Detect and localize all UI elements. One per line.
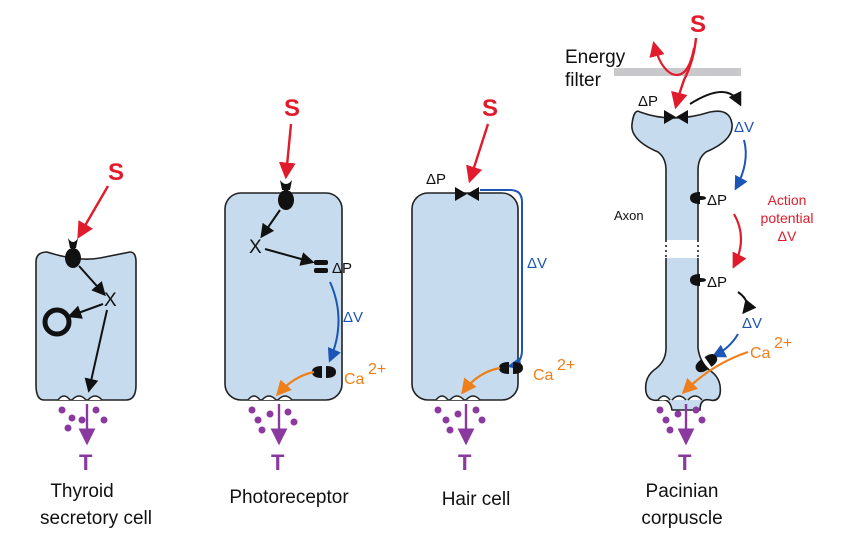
second-messenger-label: X — [104, 290, 117, 311]
energy-filter-bar — [614, 68, 741, 76]
voltage-channel-icon — [690, 274, 706, 286]
delta-v-label: ΔV — [527, 255, 547, 272]
action-potential-label: potential — [761, 210, 814, 226]
thyroid-cell-body — [35, 251, 137, 401]
filtered-energy-arrow — [649, 41, 696, 77]
calcium-charge-label: 2+ — [557, 357, 575, 374]
action-potential-label: Action — [768, 192, 807, 208]
panel-pacinian: Energy filter S ΔP ΔV ΔP Axon Action pot… — [565, 11, 813, 529]
calcium-channel-icon — [695, 354, 718, 373]
thyroid-vesicle-openings — [57, 395, 103, 401]
mechanotransduction-channel-icon — [455, 187, 479, 201]
cell-caption: corpuscle — [641, 508, 722, 529]
messenger-to-release-arrow — [84, 309, 108, 393]
second-messenger-label: X — [249, 237, 262, 258]
pacinian-axon-body — [631, 110, 733, 411]
cell-caption: Pacinian — [646, 481, 719, 502]
voltage-spread-arrow — [711, 333, 739, 358]
stimulus-label: S — [284, 95, 300, 122]
calcium-channel-icon — [312, 366, 336, 378]
calcium-influx-arrow — [275, 370, 315, 397]
hair-cell-vesicle-openings — [435, 395, 481, 401]
photoreceptor-vesicle-openings — [247, 395, 293, 401]
delta-p-label: ΔP — [426, 171, 446, 188]
delta-v-label: ΔV — [343, 309, 363, 326]
pacinian-vesicle-openings — [657, 395, 703, 401]
panel-thyroid: S X T Thyroid secretory cell — [35, 159, 152, 529]
stimulus-arrow — [278, 123, 296, 180]
photoreceptor-cell-body — [224, 192, 343, 401]
calcium-label: Ca — [750, 345, 771, 362]
calcium-influx-arrow — [681, 350, 749, 395]
delta-v-label: ΔV — [734, 119, 754, 136]
voltage-change-arrow — [327, 281, 341, 363]
voltage-channel-icon — [690, 192, 706, 204]
released-vesicles — [248, 406, 298, 434]
delta-p-label: ΔP — [707, 192, 727, 209]
calcium-label: Ca — [533, 367, 554, 384]
panel-photoreceptor: S X ΔP ΔV Ca 2+ T Photoreceptor — [224, 95, 386, 508]
voltage-spread-arrow — [734, 139, 748, 191]
calcium-label: Ca — [344, 371, 365, 388]
transmitter-label: T — [271, 450, 285, 475]
delta-p-label: ΔP — [638, 93, 658, 110]
cell-caption: secretory cell — [40, 508, 152, 529]
channel-to-voltage-arrow — [737, 291, 757, 315]
ion-channel-icon — [314, 260, 328, 273]
panel-hair-cell: S ΔP ΔV Ca 2+ T Hair cell — [411, 95, 575, 510]
mechanotransduction-channel-icon — [664, 110, 688, 124]
receptor-to-messenger-arrow — [260, 209, 281, 239]
transmitter-label: T — [458, 450, 472, 475]
axon-label: Axon — [614, 208, 644, 223]
messenger-to-organelle-arrow — [67, 303, 104, 319]
cell-caption: Photoreceptor — [229, 487, 349, 508]
receptor-to-messenger-arrow — [78, 265, 106, 297]
channel-to-voltage-arrow — [689, 90, 742, 107]
calcium-influx-arrow — [461, 366, 501, 395]
stimulus-arrow — [77, 185, 110, 239]
receptor-icon — [278, 180, 294, 210]
stimulus-label: S — [690, 11, 706, 38]
action-potential-label: ΔV — [778, 228, 797, 244]
delta-p-label: ΔP — [707, 274, 727, 291]
organelle-ring-icon — [42, 307, 72, 337]
cell-caption: Hair cell — [442, 489, 511, 510]
delta-p-label: ΔP — [332, 260, 352, 277]
energy-filter-label: Energy — [565, 47, 626, 68]
receptor-icon — [65, 238, 81, 268]
transmitter-label: T — [678, 450, 692, 475]
delta-v-label: ΔV — [742, 315, 762, 332]
stimulus-label: S — [108, 159, 124, 186]
transmitter-label: T — [79, 450, 93, 475]
calcium-channel-icon — [499, 362, 523, 374]
released-vesicles — [656, 406, 706, 434]
myelin-gap — [664, 240, 700, 258]
messenger-to-channel-arrow — [264, 248, 315, 266]
cell-caption: Thyroid — [50, 481, 113, 502]
stimulus-arrow — [466, 123, 490, 184]
action-potential-arrow — [732, 213, 747, 269]
released-vesicles — [58, 406, 108, 432]
released-vesicles — [434, 406, 486, 434]
stimulus-label: S — [482, 95, 498, 122]
calcium-charge-label: 2+ — [368, 361, 386, 378]
calcium-charge-label: 2+ — [774, 335, 792, 352]
energy-filter-label: filter — [565, 70, 602, 91]
